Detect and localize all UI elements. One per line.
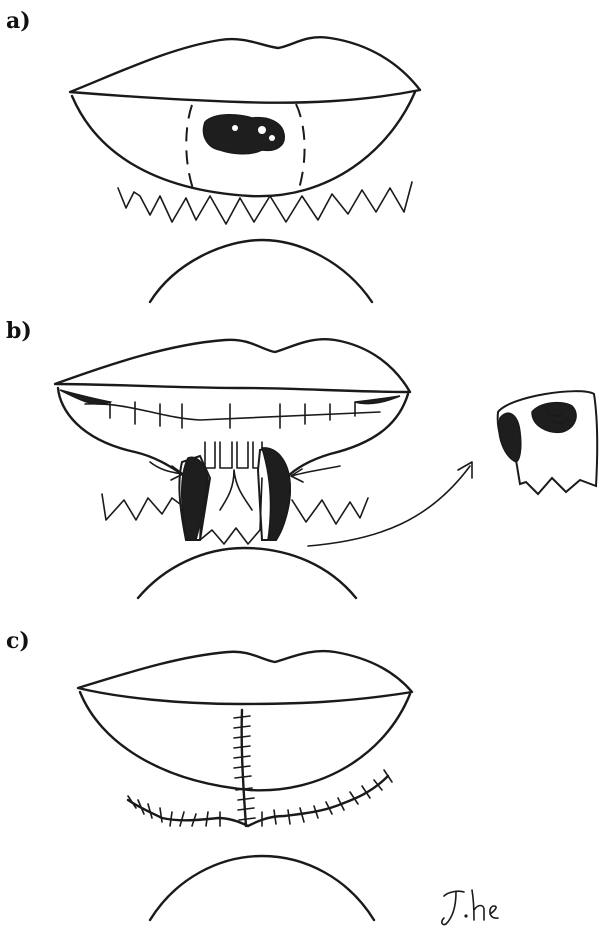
- upper-teeth: [85, 404, 380, 420]
- upper-lip: [70, 37, 420, 102]
- gum-shadow-right: [355, 396, 400, 404]
- chin: [150, 240, 372, 302]
- lesion: [203, 115, 284, 154]
- resection-outline: [186, 105, 194, 192]
- gum-shadow-left: [60, 390, 110, 404]
- panel-b-drawing: [55, 339, 597, 598]
- chin: [150, 856, 374, 920]
- specimen-cut-edge: [499, 413, 521, 462]
- lower-teeth: [205, 442, 262, 468]
- specimen-arrow: [308, 466, 470, 546]
- zigzag-stitches: [128, 770, 392, 826]
- zigzag-incision: [118, 182, 412, 224]
- zigzag-incision-right: [292, 498, 368, 524]
- lower-lip: [80, 692, 410, 790]
- lesion-spot: [258, 126, 266, 134]
- upper-lip: [55, 339, 410, 392]
- panel-c-drawing: [78, 651, 412, 920]
- chin: [138, 548, 356, 598]
- lower-lip: [58, 388, 185, 476]
- lesion-spot: [269, 135, 275, 141]
- resection-outline-right: [296, 104, 305, 192]
- artist-signature: [436, 880, 526, 930]
- arrowhead: [458, 462, 472, 478]
- upper-lip: [78, 651, 412, 704]
- zigzag-incision-left: [102, 494, 180, 520]
- zigzag-suture-line: [128, 776, 388, 826]
- central-fold: [220, 470, 252, 510]
- lesion-spot: [232, 125, 238, 131]
- panel-a-drawing: [70, 37, 420, 302]
